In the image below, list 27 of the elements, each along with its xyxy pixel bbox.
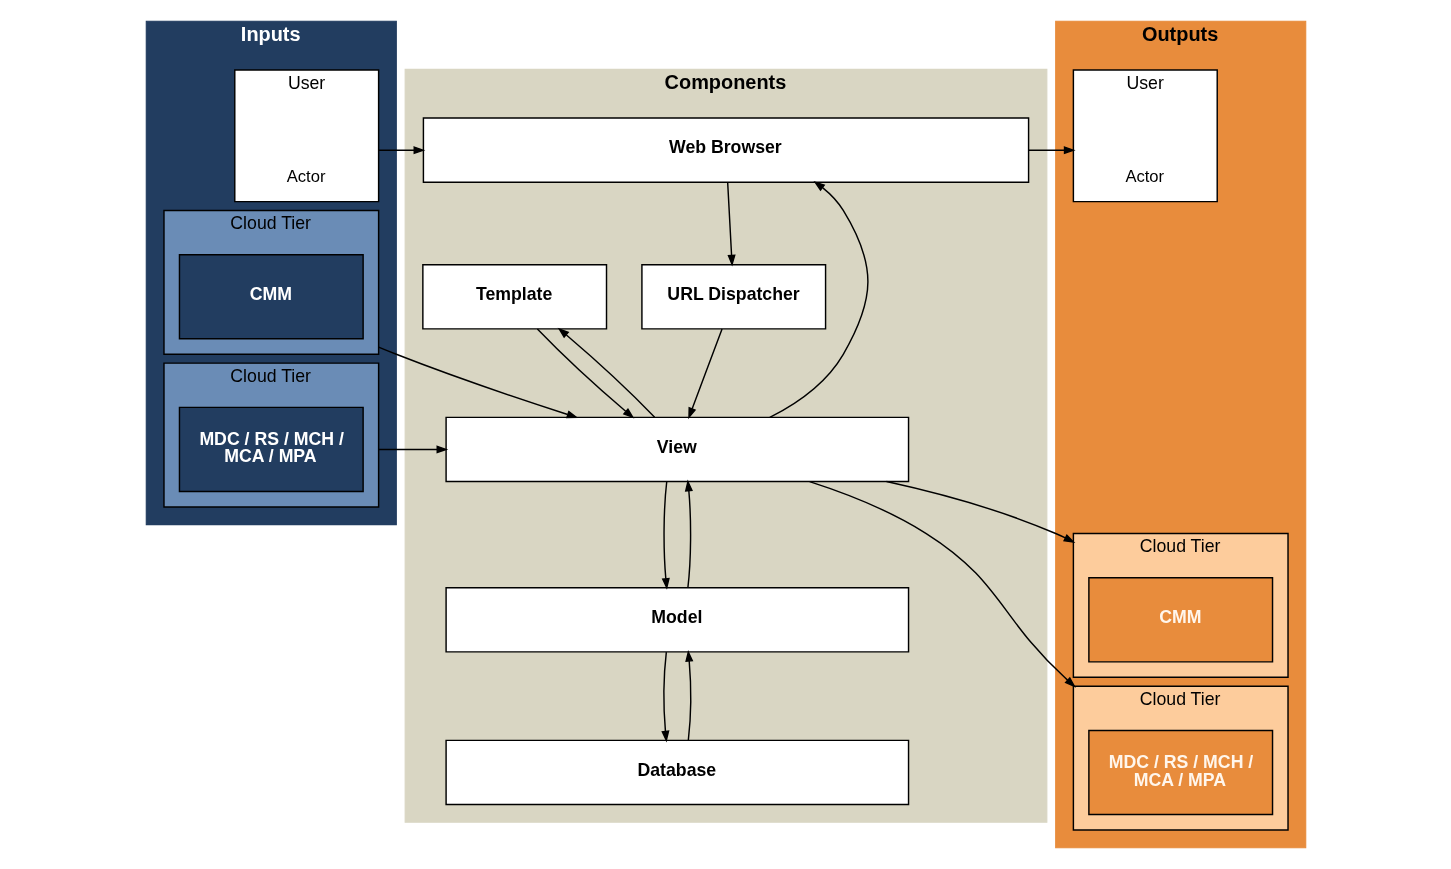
arrow xyxy=(808,480,1076,688)
node-box: View xyxy=(444,416,909,483)
node-text: Actor xyxy=(1124,166,1164,186)
arrow xyxy=(687,328,723,420)
arrow xyxy=(377,445,448,454)
node-box: Model xyxy=(444,587,909,653)
arrow xyxy=(726,181,736,267)
node-box: MDC / RS / MCH / MCA / MPA xyxy=(1087,729,1273,816)
arrow xyxy=(885,480,1075,543)
arrow xyxy=(661,481,670,590)
arrow xyxy=(684,479,693,589)
arrow xyxy=(557,327,655,418)
node-box: Template xyxy=(421,263,607,330)
arrow xyxy=(768,181,869,419)
arrow xyxy=(660,651,669,743)
arrow xyxy=(1027,146,1076,155)
node-box: URL Dispatcher xyxy=(640,263,826,330)
node-box: MDC / RS / MCH / MCA / MPA xyxy=(178,406,364,493)
arrow xyxy=(536,328,634,419)
arrow xyxy=(377,346,578,419)
node-box: Database xyxy=(444,739,909,806)
node-box: Web Browser xyxy=(422,117,1029,183)
node-text: Actor xyxy=(286,166,325,186)
arrow xyxy=(684,649,693,741)
node-box: CMM xyxy=(1087,577,1273,663)
arrow xyxy=(377,146,425,155)
node-box: CMM xyxy=(178,254,364,340)
